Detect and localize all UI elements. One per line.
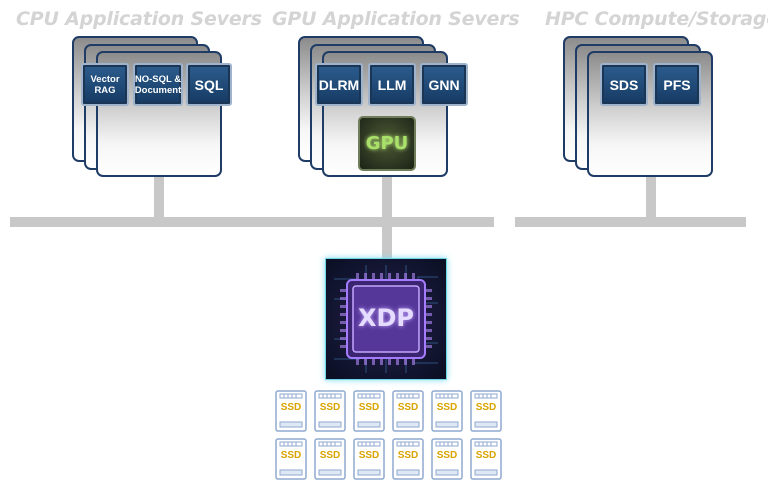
ssd-drive: SSD (431, 438, 463, 480)
ssd-drive: SSD (431, 390, 463, 432)
ssd-icon (392, 438, 424, 480)
gpu-group-title: GPU Application Severs (272, 8, 520, 30)
ssd-label: SSD (397, 402, 419, 413)
chip-gnn: GNN (420, 63, 468, 106)
cpu-drop-line (154, 177, 164, 219)
ssd-drive: SSD (470, 438, 502, 480)
gpu-chip: GPU (358, 116, 416, 171)
gpu-drop-line (382, 177, 392, 219)
ssd-icon (314, 438, 346, 480)
ssd-icon (431, 438, 463, 480)
ssd-icon (470, 438, 502, 480)
ssd-drive: SSD (392, 438, 424, 480)
ssd-label: SSD (280, 450, 302, 461)
xdp-chip: XDP (325, 258, 447, 380)
ssd-drive: SSD (314, 390, 346, 432)
ssd-label: SSD (358, 450, 380, 461)
ssd-label: SSD (280, 402, 302, 413)
ssd-label: SSD (397, 450, 419, 461)
ssd-icon (275, 438, 307, 480)
ssd-icon (314, 390, 346, 432)
gpu-label: GPU (365, 133, 409, 154)
right-bus (515, 217, 746, 227)
chip-dlrm: DLRM (315, 63, 363, 106)
ssd-icon (392, 390, 424, 432)
xdp-circuit-icon (334, 265, 438, 373)
xdp-label: XDP (357, 304, 414, 332)
chip-sql: SQL (186, 63, 232, 106)
ssd-drive: SSD (314, 438, 346, 480)
ssd-drive: SSD (470, 390, 502, 432)
ssd-icon (431, 390, 463, 432)
xdp-uplink (382, 227, 392, 258)
left-bus (10, 217, 494, 227)
ssd-drive: SSD (353, 390, 385, 432)
ssd-label: SSD (475, 450, 497, 461)
ssd-label: SSD (475, 402, 497, 413)
hpc-group-title: HPC Compute/Storage (545, 8, 768, 30)
ssd-label: SSD (319, 450, 341, 461)
hpc-drop-line (646, 177, 656, 219)
chip-llm: LLM (368, 63, 416, 106)
ssd-drive: SSD (392, 390, 424, 432)
ssd-drive: SSD (275, 438, 307, 480)
chip-nosql-document: NO-SQL & Document (133, 63, 183, 106)
ssd-label: SSD (436, 402, 458, 413)
ssd-icon (353, 390, 385, 432)
ssd-drive: SSD (353, 438, 385, 480)
ssd-label: SSD (319, 402, 341, 413)
ssd-label: SSD (436, 450, 458, 461)
chip-sds: SDS (600, 63, 648, 106)
ssd-icon (470, 390, 502, 432)
cpu-group-title: CPU Application Severs (16, 8, 262, 30)
ssd-icon (275, 390, 307, 432)
ssd-label: SSD (358, 402, 380, 413)
chip-pfs: PFS (653, 63, 701, 106)
chip-vector-rag: Vector RAG (81, 63, 129, 106)
ssd-icon (353, 438, 385, 480)
ssd-drive: SSD (275, 390, 307, 432)
